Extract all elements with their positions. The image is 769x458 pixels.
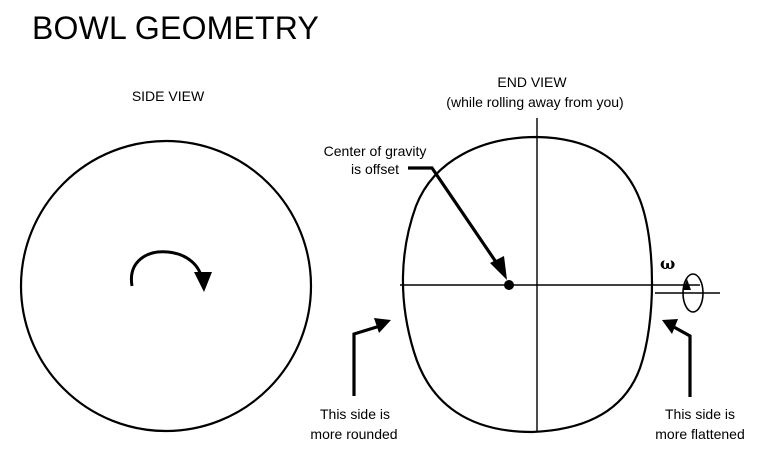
end-view-label: END VIEW bbox=[497, 74, 567, 90]
side-view-circle bbox=[19, 139, 313, 433]
center-of-gravity-dot bbox=[504, 280, 514, 290]
center-of-gravity-label-line1: Center of gravity bbox=[323, 143, 427, 159]
rounded-side-label-line2: more rounded bbox=[310, 426, 398, 442]
end-view-bowl-outline bbox=[401, 135, 654, 434]
flattened-side-label-line2: more flattened bbox=[655, 426, 745, 442]
rounded-side-arrow bbox=[352, 324, 381, 396]
omega-symbol: ω bbox=[660, 254, 676, 273]
center-of-gravity-arrow bbox=[408, 166, 500, 266]
flattened-side-label-line1: This side is bbox=[664, 406, 736, 422]
rounded-side-arrowhead-icon bbox=[374, 318, 391, 333]
omega-arrowhead-icon bbox=[683, 279, 691, 290]
center-of-gravity-label-line2: is offset bbox=[351, 161, 399, 177]
side-view-label: SIDE VIEW bbox=[131, 88, 205, 104]
page-title: BOWL GEOMETRY bbox=[32, 10, 320, 46]
flattened-side-arrowhead-icon bbox=[662, 319, 678, 334]
rotation-arrow-icon bbox=[129, 250, 204, 287]
center-of-gravity-arrowhead-icon bbox=[490, 256, 507, 280]
end-view-sublabel: (while rolling away from you) bbox=[446, 94, 624, 110]
flattened-side-arrow bbox=[671, 324, 692, 397]
rotation-arrowhead-icon bbox=[194, 272, 212, 292]
rounded-side-label-line1: This side is bbox=[319, 406, 391, 422]
